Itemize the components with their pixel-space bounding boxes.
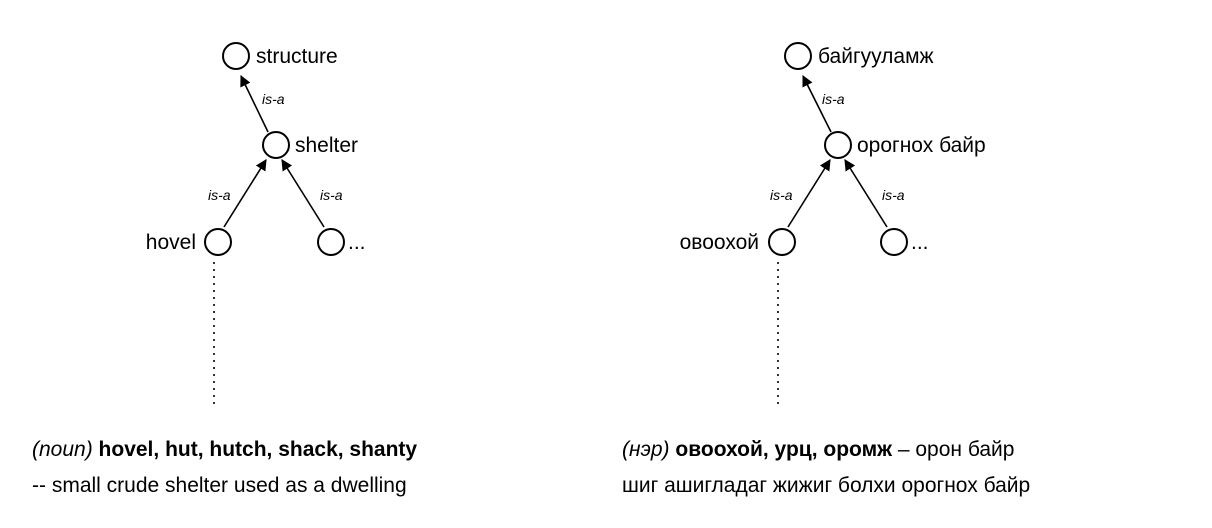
- edge-ellipsis-to-shelter: [281, 159, 325, 228]
- english-lemmas: hovel, hut, hutch, shack, shanty: [98, 438, 418, 461]
- node-shelter: [262, 131, 290, 159]
- edge-label-right-mn: is-a: [882, 187, 905, 203]
- label-structure-mn: байгууламж: [818, 45, 934, 68]
- english-tree: structure shelter hovel ... is-a is-a is…: [146, 42, 366, 404]
- english-gloss-line1: (noun) hovel, hut, hutch, shack, shanty: [32, 432, 417, 468]
- mongolian-definition-line2: шиг ашигладаг жижиг болхи орогнох байр: [622, 474, 1031, 497]
- mongolian-pos: (нэр): [622, 438, 670, 461]
- english-pos: (noun): [32, 438, 93, 461]
- label-hovel-mn: овоохой: [680, 231, 759, 254]
- edge-shelter-to-structure-mn: [802, 74, 832, 133]
- mongolian-tree: байгууламж орогнох байр овоохой ... is-a…: [680, 42, 986, 404]
- node-hovel-mn: [768, 228, 796, 256]
- edge-hovel-to-shelter-mn: [787, 159, 831, 228]
- edge-shelter-to-structure: [240, 74, 269, 133]
- node-shelter-mn: [824, 131, 852, 159]
- edge-label-left: is-a: [208, 187, 231, 203]
- node-structure-mn: [784, 42, 812, 70]
- label-ellipsis: ...: [348, 231, 366, 254]
- edge-label-top: is-a: [262, 91, 285, 107]
- english-definition: -- small crude shelter used as a dwellin…: [32, 474, 407, 497]
- edge-label-top-mn: is-a: [822, 91, 845, 107]
- node-hovel: [204, 228, 232, 256]
- edge-label-left-mn: is-a: [770, 187, 793, 203]
- label-structure: structure: [256, 45, 338, 68]
- node-structure: [222, 42, 250, 70]
- label-ellipsis-mn: ...: [911, 231, 929, 254]
- label-hovel: hovel: [146, 231, 196, 254]
- label-shelter-mn: орогнох байр: [857, 134, 986, 157]
- edge-ellipsis-to-shelter-mn: [844, 159, 888, 228]
- mongolian-lemmas: овоохой, урц, оромж: [675, 438, 892, 461]
- mongolian-gloss: (нэр) овоохой, урц, оромж – орон байр ши…: [622, 432, 1030, 504]
- edge-label-right: is-a: [320, 187, 343, 203]
- label-shelter: shelter: [295, 134, 358, 157]
- mongolian-definition-part1: – орон байр: [892, 438, 1015, 461]
- node-ellipsis: [317, 228, 345, 256]
- node-ellipsis-mn: [880, 228, 908, 256]
- english-gloss: (noun) hovel, hut, hutch, shack, shanty …: [32, 432, 417, 504]
- mongolian-gloss-line1: (нэр) овоохой, урц, оромж – орон байр: [622, 432, 1030, 468]
- edge-hovel-to-shelter: [223, 159, 267, 228]
